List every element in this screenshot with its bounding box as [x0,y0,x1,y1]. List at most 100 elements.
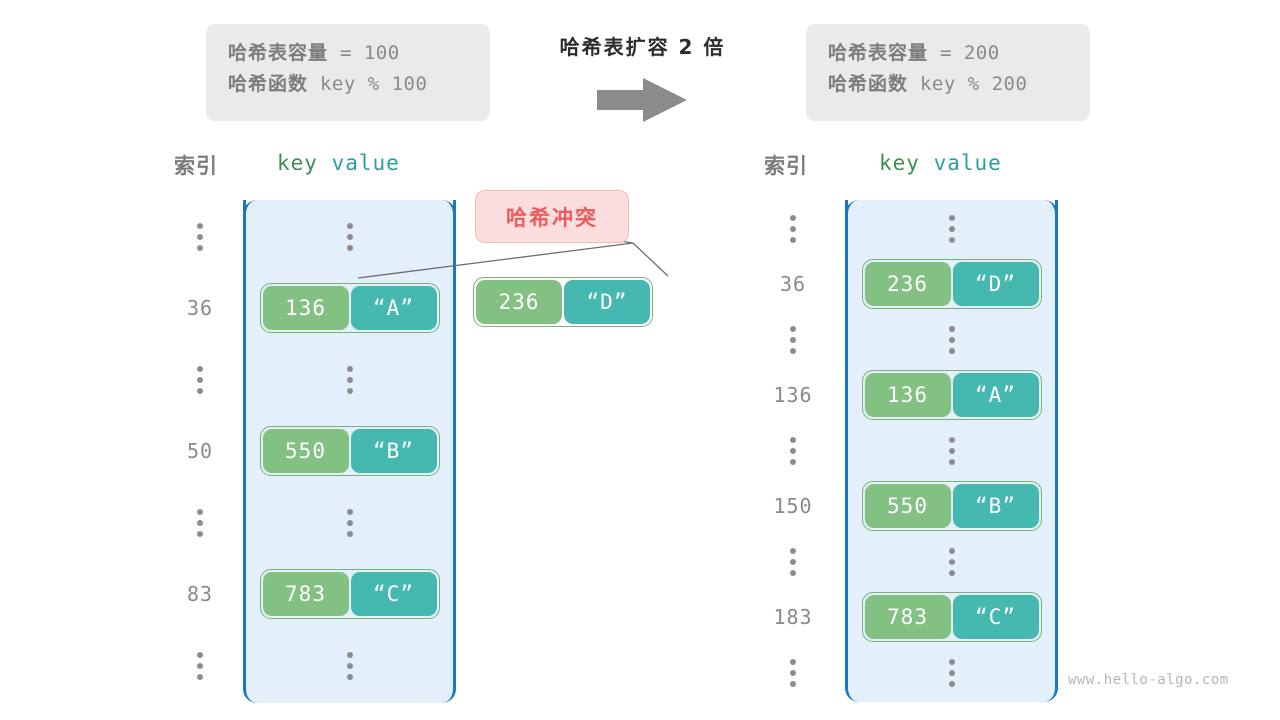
table-row-ellipsis [845,536,1058,588]
index-label: 83 [186,582,214,607]
right-header-value: value [933,151,1002,175]
right-header-key: key [879,151,920,175]
entry-pair[interactable]: 783“C” [861,592,1042,643]
ellipsis-dots [790,214,796,244]
index-ellipsis-dots [160,222,240,252]
index-ellipsis-dots [748,658,838,688]
right-header-key-value: key value [879,151,1002,175]
ellipsis-dots [948,658,955,688]
table-row-ellipsis [845,647,1058,699]
collision-value-cell: “D” [564,280,650,324]
left-header-value: value [331,151,400,175]
ellipsis-dots [346,222,353,252]
right-header-index: 索引 [764,154,808,178]
ellipsis-dots [790,325,796,355]
left-hash-table-info-box: 哈希表容量 = 100 哈希函数 key % 100 [206,24,490,121]
ellipsis-dots [948,436,955,466]
entry-pair[interactable]: 136“A” [861,370,1042,421]
index-ellipsis-dots [748,547,838,577]
table-row: 236“D” [845,258,1058,310]
table-row: 136“A” [243,282,456,334]
entry-pair[interactable]: 550“B” [259,426,440,477]
index-ellipsis-dots [748,214,838,244]
right-function-line: 哈希函数 key % 200 [828,69,1068,100]
value-cell: “A” [350,286,437,331]
ellipsis-dots [197,651,203,681]
value-cell: “C” [952,595,1039,640]
left-capacity-expr: = 100 [328,42,400,64]
value-cell: “B” [952,484,1039,529]
expansion-title: 哈希表扩容 2 倍 [559,35,726,59]
ellipsis-dots [346,651,353,681]
key-cell: 236 [864,262,951,307]
table-row-ellipsis [845,314,1058,366]
index-ellipsis-dots [748,325,838,355]
key-cell: 136 [864,373,951,418]
index-label: 136 [773,383,813,408]
left-function-expr: key % 100 [308,73,428,95]
index-ellipsis-dots [748,436,838,466]
table-row-ellipsis [243,211,456,263]
index-label: 150 [773,494,813,519]
index-label: 36 [779,272,807,297]
right-function-expr: key % 200 [908,73,1028,95]
table-row-ellipsis [845,203,1058,255]
index-ellipsis-dots [160,651,240,681]
ellipsis-dots [197,365,203,395]
table-row-ellipsis [845,425,1058,477]
index-ellipsis-dots [160,508,240,538]
right-hash-table-info-box: 哈希表容量 = 200 哈希函数 key % 200 [806,24,1090,121]
entry-pair[interactable]: 783“C” [259,569,440,620]
ellipsis-dots [346,508,353,538]
right-capacity-expr: = 200 [928,42,1000,64]
table-row: 136“A” [845,369,1058,421]
table-row: 550“B” [845,480,1058,532]
watermark: www.hello-algo.com [1068,672,1229,688]
key-cell: 550 [864,484,951,529]
value-cell: “B” [350,429,437,474]
ellipsis-dots [948,214,955,244]
key-cell: 783 [262,572,349,617]
key-cell: 136 [262,286,349,331]
table-row-ellipsis [243,354,456,406]
entry-pair[interactable]: 236“D” [861,259,1042,310]
right-capacity-line: 哈希表容量 = 200 [828,38,1068,69]
ellipsis-dots [790,436,796,466]
left-function-label: 哈希函数 [228,73,309,95]
index-ellipsis-dots [160,365,240,395]
table-row: 783“C” [845,591,1058,643]
left-capacity-line: 哈希表容量 = 100 [228,38,468,69]
pair-wrapper: 236 “D” [473,277,653,327]
ellipsis-dots [790,547,796,577]
table-row-ellipsis [243,497,456,549]
entry-pair[interactable]: 136“A” [259,283,440,334]
collision-key-cell: 236 [476,280,562,324]
key-cell: 550 [262,429,349,474]
ellipsis-dots [197,222,203,252]
left-header-key: key [277,151,318,175]
value-cell: “A” [952,373,1039,418]
left-header-key-value: key value [277,151,400,175]
index-label: 50 [186,439,214,464]
collision-badge: 哈希冲突 [475,190,629,243]
ellipsis-dots [346,365,353,395]
left-header-index: 索引 [174,154,218,178]
index-label: 36 [186,296,214,321]
entry-pair[interactable]: 550“B” [861,481,1042,532]
table-row-ellipsis [243,640,456,692]
arrow-right-icon [597,76,689,124]
table-row: 783“C” [243,568,456,620]
key-cell: 783 [864,595,951,640]
right-function-label: 哈希函数 [828,73,909,95]
collision-entry-pair[interactable]: 236 “D” [473,277,653,327]
ellipsis-dots [948,325,955,355]
left-capacity-label: 哈希表容量 [228,42,329,64]
right-capacity-label: 哈希表容量 [828,42,929,64]
left-function-line: 哈希函数 key % 100 [228,69,468,100]
ellipsis-dots [948,547,955,577]
ellipsis-dots [197,508,203,538]
ellipsis-dots [790,658,796,688]
value-cell: “D” [952,262,1039,307]
